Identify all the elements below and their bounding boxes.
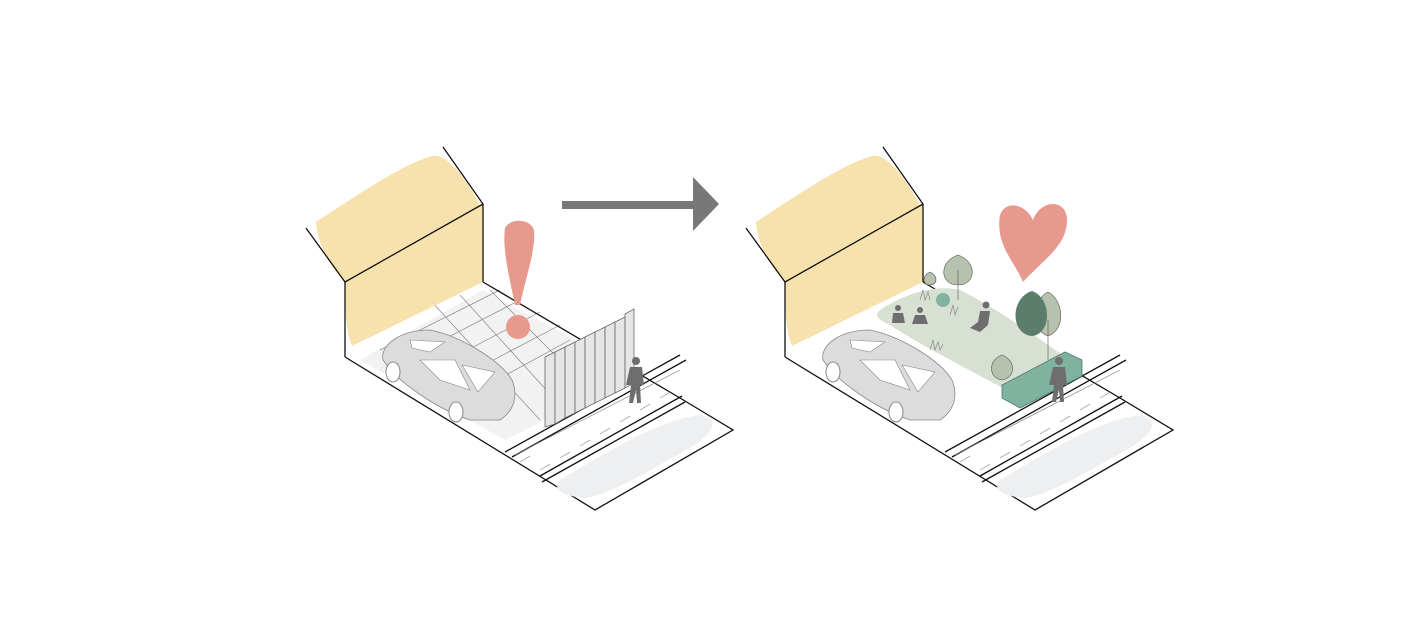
person-icon (626, 357, 644, 403)
green-park-area (877, 288, 1070, 392)
person-icon (892, 301, 1067, 402)
arrow-right-icon (562, 177, 719, 231)
fence (544, 308, 635, 428)
exclamation-icon (504, 220, 535, 339)
hedge (1001, 351, 1083, 409)
before-scene (305, 146, 734, 511)
tree (923, 254, 1061, 381)
tree (1015, 291, 1047, 336)
heart-icon (999, 203, 1068, 282)
after-scene (745, 146, 1174, 511)
